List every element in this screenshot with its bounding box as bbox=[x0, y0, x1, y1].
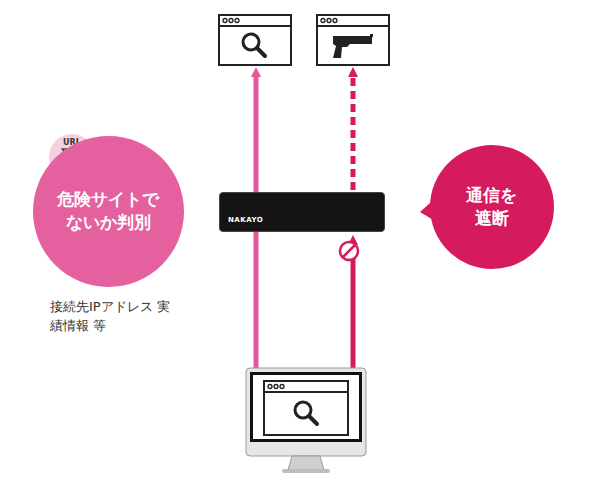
judge-circle: 危険サイトで ないか判別 bbox=[33, 136, 184, 287]
node-text: 通信を 遮断 bbox=[463, 184, 521, 230]
browser-window-search bbox=[219, 15, 291, 65]
note-label: 接続先IPアドレス 実績情報 等 bbox=[50, 298, 179, 336]
prohibition-sign bbox=[340, 242, 358, 260]
node-text: 危険サイトで ないか判別 bbox=[54, 188, 161, 234]
browser-window-danger bbox=[317, 15, 389, 65]
block-circle: 通信を 遮断 bbox=[430, 145, 554, 269]
router-device: NAKAYO bbox=[219, 192, 385, 232]
arrow-dashed bbox=[351, 72, 356, 190]
monitor bbox=[246, 368, 366, 473]
node-text: NAKAYO bbox=[228, 216, 263, 224]
